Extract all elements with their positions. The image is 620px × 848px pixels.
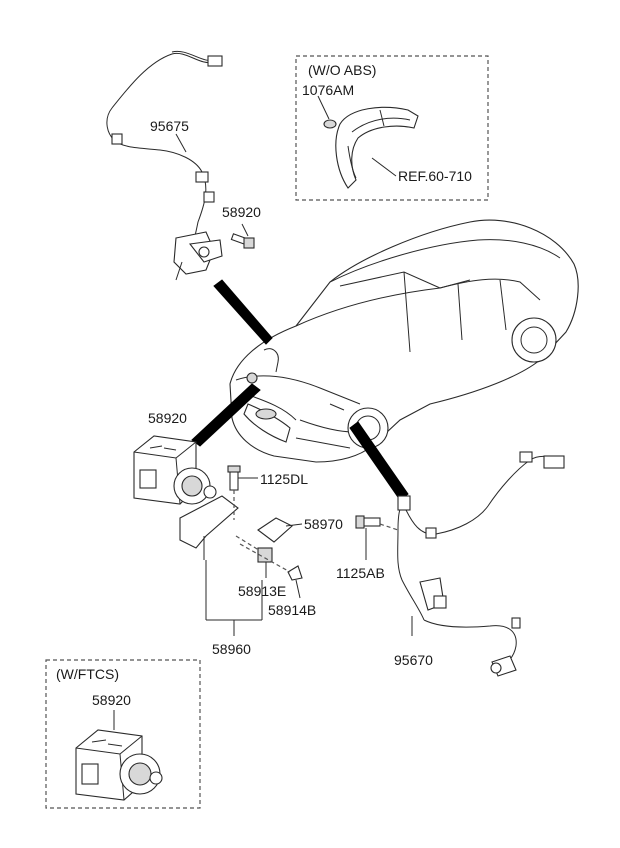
car-illustration	[229, 219, 579, 463]
wheel-guard-illustration	[317, 95, 419, 189]
part-number-1125ab: 1125AB	[336, 565, 385, 581]
part-number-58913e: 58913E	[238, 583, 287, 599]
arrow-to-sensor	[213, 279, 273, 345]
ref-60-710: REF.60-710	[398, 168, 472, 184]
part-number-58920-ftcs: 58920	[92, 692, 131, 708]
part-number-58960: 58960	[212, 641, 251, 657]
bolt-1125ab	[355, 515, 399, 560]
washer-58914b	[239, 543, 303, 599]
rear-wheel	[511, 317, 557, 363]
part-number-58920-mid: 58920	[148, 410, 187, 426]
bolt-1125dl	[227, 465, 258, 520]
part-number-1076am: 1076AM	[302, 82, 355, 98]
bushing-58913e	[257, 547, 273, 578]
part-number-58920-top: 58920	[222, 204, 261, 220]
w-ftcs-title: (W/FTCS)	[56, 666, 119, 682]
arrow-to-rear-sensor	[349, 421, 409, 501]
leader-58960	[205, 560, 263, 636]
wo-abs-title: (W/O ABS)	[308, 62, 377, 78]
hecu-58920-ftcs	[75, 710, 163, 801]
bracket-58970	[235, 517, 303, 553]
part-number-95675: 95675	[150, 118, 189, 134]
clip-1076am	[323, 119, 337, 129]
wheel-sensor-wire-95670	[397, 451, 565, 677]
hecu-58920	[133, 435, 239, 560]
part-number-1125dl: 1125DL	[260, 471, 309, 487]
part-number-58970: 58970	[304, 516, 343, 532]
part-number-95670: 95670	[394, 652, 433, 668]
w-ftcs-box	[45, 659, 201, 809]
bolt-58920-top	[230, 223, 255, 249]
part-number-58914b: 58914B	[268, 602, 317, 618]
arrow-to-hecu	[191, 383, 261, 447]
front-sensor-wire-95675	[106, 50, 223, 281]
